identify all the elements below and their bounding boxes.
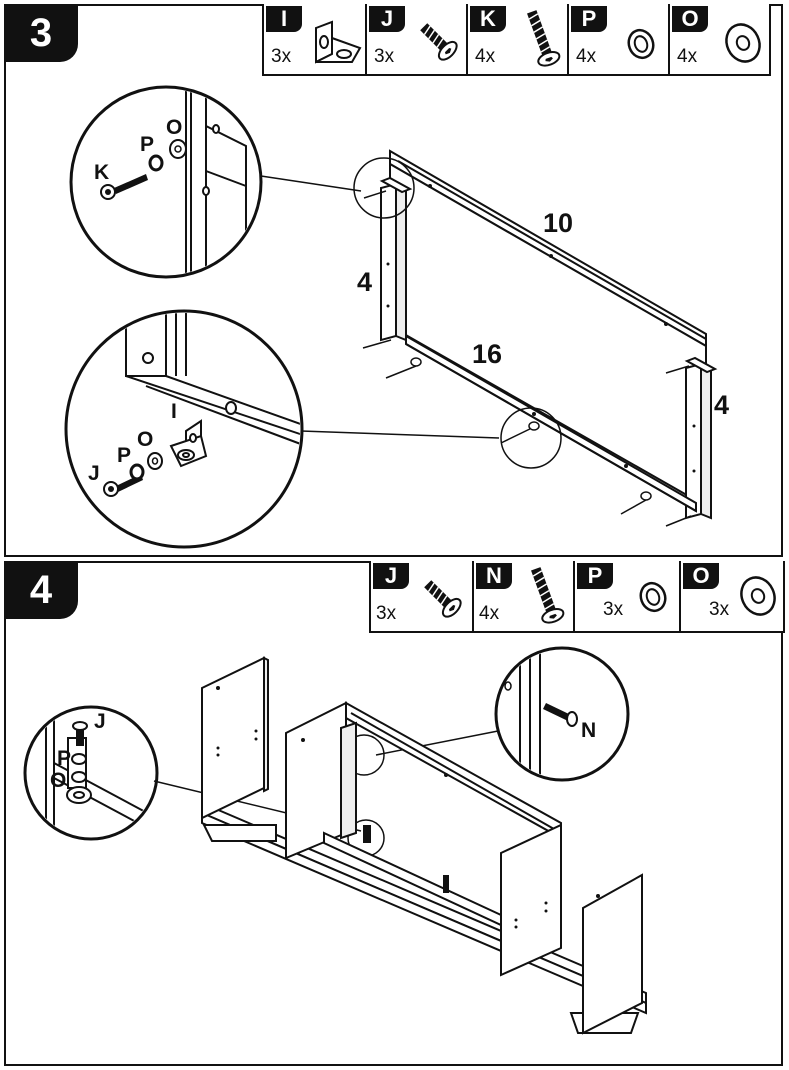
long-bolt-icon <box>531 567 565 624</box>
label-j: J <box>88 462 100 485</box>
part-qty: 3x <box>374 46 395 67</box>
step-3-diagram: K P O I O P J 10 4 16 4 <box>64 85 729 549</box>
lock-washer-icon <box>627 28 655 60</box>
label-k: K <box>94 161 109 184</box>
part-qty: 3x <box>603 599 624 620</box>
part-o: O 3x <box>679 561 783 631</box>
bracket-i <box>169 419 208 468</box>
detail-callout-top <box>69 85 362 279</box>
cabinet-assembly <box>201 656 647 1035</box>
label-o: O <box>137 428 153 451</box>
part-p: P 3x <box>573 561 679 631</box>
panel-label-back: 10 <box>543 208 573 238</box>
part-p: P 4x <box>567 4 668 74</box>
lock-washer-icon <box>639 581 667 613</box>
part-o: O 4x <box>668 4 769 74</box>
part-qty: 4x <box>479 603 500 624</box>
part-qty: 3x <box>376 603 397 624</box>
short-bolt-icon <box>424 580 462 618</box>
short-bolt-icon <box>420 23 458 61</box>
back-panel-assembly <box>362 149 718 527</box>
parts-list: J 3x N 4x <box>369 561 785 633</box>
bolt-n <box>543 703 578 727</box>
part-j: J 3x <box>365 4 466 74</box>
part-letter: J <box>369 6 405 32</box>
parts-list: I 3x J 3x <box>262 4 771 76</box>
part-j: J 3x <box>371 561 472 631</box>
detail-callout-left <box>23 705 362 841</box>
step-3-panel: 3 I 3x J 3x <box>4 4 783 557</box>
step-number: 3 <box>4 4 78 62</box>
detail-callout-right <box>375 646 630 782</box>
step-number: 4 <box>4 561 78 619</box>
flat-washer-icon <box>725 23 761 63</box>
part-letter: N <box>476 563 512 589</box>
part-qty: 3x <box>709 599 730 620</box>
part-qty: 4x <box>677 46 698 67</box>
label-p: P <box>117 444 131 467</box>
panel-label-right-side: 4 <box>714 390 729 420</box>
panel-label-left-side: 4 <box>357 267 372 297</box>
part-i: I 3x <box>264 4 365 74</box>
part-letter: I <box>266 6 302 32</box>
part-letter: P <box>577 563 613 589</box>
zoom-indicator-top <box>353 157 415 219</box>
bolt-k <box>100 174 148 200</box>
part-k: K 4x <box>466 4 567 74</box>
long-bolt-icon <box>527 10 561 67</box>
label-o: O <box>166 116 182 139</box>
panel-label-bottom-rail: 16 <box>472 339 502 369</box>
part-n: N 4x <box>472 561 573 631</box>
label-p: P <box>57 747 71 770</box>
part-letter: O <box>672 6 708 32</box>
part-qty: 3x <box>271 46 292 67</box>
step-4-diagram: J P O N <box>23 646 647 1035</box>
lock-washer-p <box>148 154 164 172</box>
step-4-panel: 4 J 3x N 4x <box>4 561 785 1066</box>
part-qty: 4x <box>576 46 597 67</box>
label-j: J <box>94 710 106 733</box>
zoom-indicator-bottom <box>500 407 562 469</box>
part-letter: P <box>571 6 607 32</box>
part-qty: 4x <box>475 46 496 67</box>
l-bracket-icon <box>315 20 362 64</box>
bolt-j <box>72 721 88 746</box>
label-i: I <box>171 400 177 423</box>
part-letter: K <box>470 6 506 32</box>
detail-callout-bottom <box>64 309 500 549</box>
part-letter: J <box>373 563 409 589</box>
label-p: P <box>140 133 154 156</box>
label-n: N <box>581 719 596 742</box>
flat-washer-icon <box>740 576 776 616</box>
label-o: O <box>50 769 66 792</box>
part-letter: O <box>683 563 719 589</box>
